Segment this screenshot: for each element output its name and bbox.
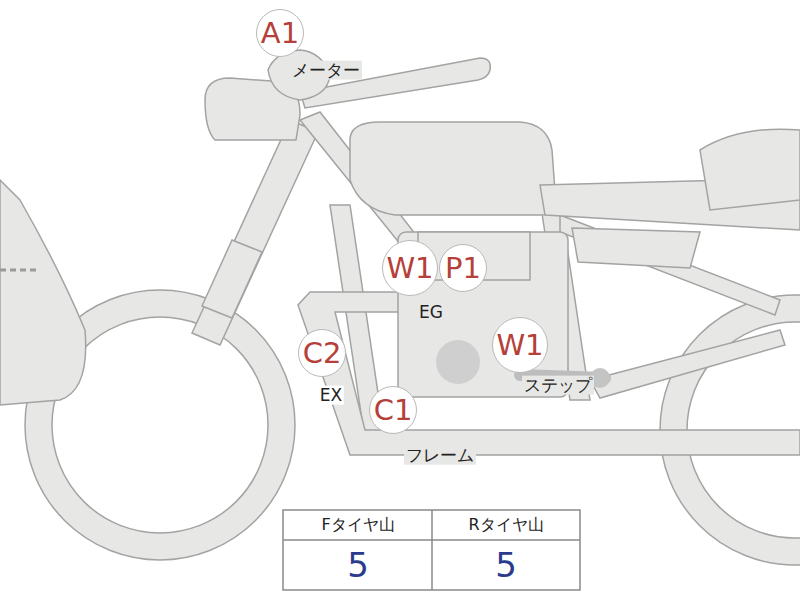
callout-circle: W1 bbox=[492, 317, 548, 373]
callout-circle: C1 bbox=[369, 386, 417, 434]
callout-number: A1 bbox=[261, 19, 299, 48]
callout-circle: C2 bbox=[298, 329, 346, 377]
callout-circle: P1 bbox=[439, 244, 487, 292]
callout-number: P1 bbox=[445, 254, 481, 283]
part-label: EX bbox=[318, 386, 344, 405]
callout-circle: W1 bbox=[382, 240, 438, 296]
table-value: 5 bbox=[493, 547, 519, 584]
table-header: Fタイヤ山 bbox=[319, 516, 396, 534]
callout-number: C2 bbox=[303, 339, 342, 368]
part-label: メーター bbox=[290, 61, 362, 80]
part-label: ステップ bbox=[522, 376, 594, 395]
table-value: 5 bbox=[345, 547, 371, 584]
part-label: EG bbox=[417, 303, 445, 322]
table-header: Rタイヤ山 bbox=[466, 516, 545, 534]
callout-circle: A1 bbox=[256, 9, 304, 57]
callout-number: C1 bbox=[374, 396, 413, 425]
callout-number: W1 bbox=[386, 254, 433, 283]
part-label: フレーム bbox=[404, 446, 476, 465]
callout-number: W1 bbox=[496, 331, 543, 360]
